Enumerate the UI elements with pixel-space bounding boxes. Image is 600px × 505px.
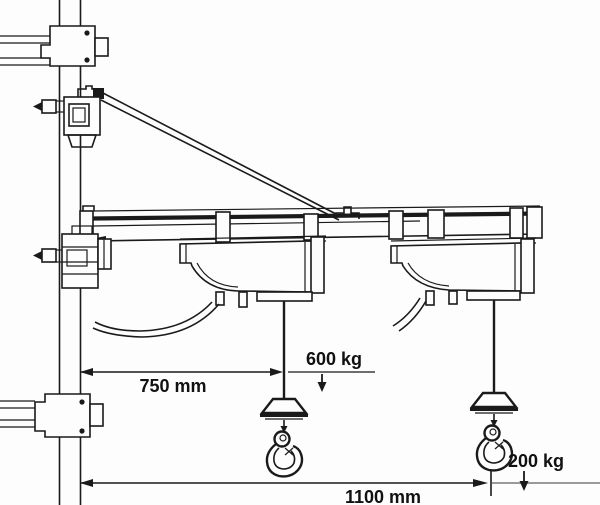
top-cross-fitting xyxy=(0,25,109,67)
load-label-600kg: 600 kg xyxy=(306,349,362,369)
arrow-left-icon xyxy=(80,479,93,487)
arrow-down-icon xyxy=(519,481,529,491)
load-200kg: 200 kg xyxy=(508,451,564,491)
bolt-tip-icon xyxy=(33,102,42,111)
bolt-icon xyxy=(84,57,90,63)
pendant-cable xyxy=(92,303,220,338)
arrow-right-icon xyxy=(473,479,488,487)
bolt-icon xyxy=(79,399,85,405)
pivot-clamp xyxy=(33,225,112,289)
fitting-boss xyxy=(94,37,109,57)
hoist-tab xyxy=(425,290,435,306)
hoist-trolley-left xyxy=(92,235,327,478)
clamp-bolt xyxy=(41,248,57,263)
dimension-750mm: 750 mm xyxy=(80,368,375,396)
beam-collar xyxy=(427,209,445,239)
hoist-body xyxy=(179,240,313,293)
rod-beam-bracket xyxy=(335,206,360,219)
link-arrow-icon xyxy=(280,426,288,433)
hoist-trolley-right xyxy=(390,237,537,472)
arrow-right-icon xyxy=(270,368,283,376)
bolt-icon xyxy=(79,428,85,434)
bolt-icon xyxy=(84,30,90,36)
hoist-bottom-rail xyxy=(256,291,313,302)
tie-rod-clamp xyxy=(33,85,104,148)
bottom-cross-fitting xyxy=(0,393,104,438)
fitting-boss xyxy=(89,403,104,427)
arrow-down-icon xyxy=(317,382,327,392)
beam-end-tab xyxy=(82,205,95,211)
beam-top-edge xyxy=(92,205,541,212)
link-arrow-icon xyxy=(490,420,498,427)
hoist-tab xyxy=(215,291,225,306)
beam-collar xyxy=(509,207,524,239)
beam-end-cap xyxy=(526,206,543,239)
load-label-200kg: 200 kg xyxy=(508,451,564,471)
hoist-bottom-rail xyxy=(466,290,521,301)
clamp-lower-bracket xyxy=(66,134,98,148)
rod-anchor xyxy=(93,88,104,99)
cable-bell-stopper xyxy=(469,391,519,409)
dim-label-750mm: 750 mm xyxy=(139,376,206,396)
clamp-plate xyxy=(66,249,88,267)
hoist-side-panel xyxy=(520,238,535,294)
dim-label-1100mm: 1100 mm xyxy=(345,487,421,505)
clamp-body xyxy=(61,233,99,289)
jib-beam xyxy=(79,205,543,244)
bolt-tip-icon xyxy=(33,251,42,260)
hoist-top-plate xyxy=(179,235,327,240)
hoist-tab xyxy=(448,290,458,305)
hoist-tab xyxy=(238,291,248,308)
beam-mid-line xyxy=(92,220,421,227)
dimension-1100mm: 1100 mm xyxy=(80,471,600,505)
beam-collar xyxy=(215,211,231,243)
load-600kg: 600 kg xyxy=(306,349,362,392)
beam-collar xyxy=(388,210,404,240)
lifting-hook-icon xyxy=(265,430,304,478)
hoist-top-plate xyxy=(390,237,537,242)
arrow-left-icon xyxy=(80,368,93,376)
clamp-bolt xyxy=(41,99,57,114)
lifting-hook-icon xyxy=(475,424,514,472)
pendant-cable xyxy=(94,301,213,332)
clamp-plate xyxy=(68,103,90,127)
pendant-cable xyxy=(398,300,427,332)
tie-rod xyxy=(100,91,360,221)
cable-bell-stopper xyxy=(259,397,309,415)
clamp-plate xyxy=(72,107,86,123)
pendant-cable xyxy=(392,297,421,327)
hoist-side-panel xyxy=(310,236,325,294)
